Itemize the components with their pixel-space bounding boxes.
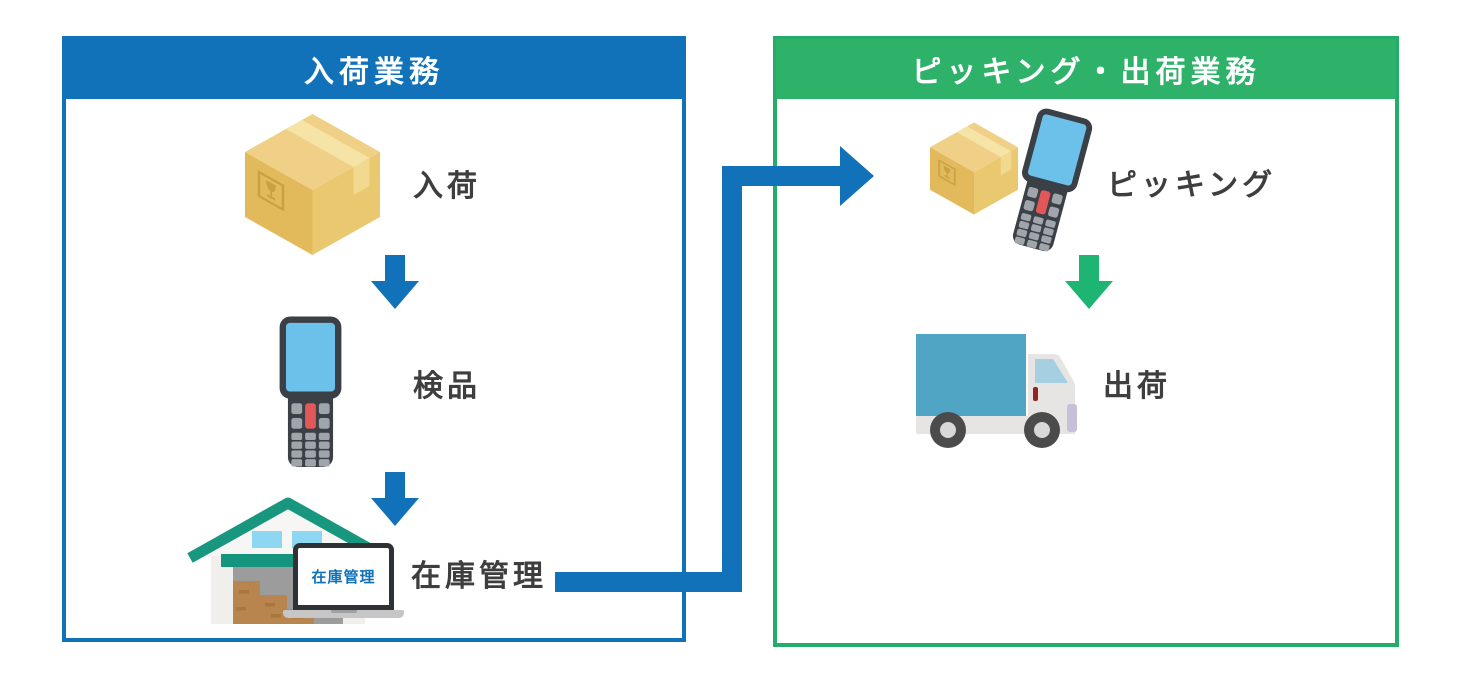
receiving-panel-header: 入荷業務 xyxy=(65,39,683,99)
laptop-base xyxy=(283,610,404,618)
step-label-inventory-management: 在庫管理 xyxy=(411,560,547,593)
handheld-terminal-icon xyxy=(1012,108,1093,252)
flow-connector-arrowhead xyxy=(840,146,874,206)
laptop-screen-text: 在庫管理 xyxy=(311,569,376,586)
cardboard-box-icon xyxy=(929,122,1019,215)
down-arrow-icon xyxy=(1065,255,1113,309)
truck-cargo xyxy=(916,334,1026,416)
truck-icon xyxy=(916,334,1077,448)
step-label-picking: ピッキング xyxy=(1107,169,1277,202)
truck-windshield xyxy=(1035,359,1068,383)
down-arrow-icon xyxy=(371,255,419,309)
down-arrow-icon xyxy=(371,472,419,526)
step-label-receiving: 入荷 xyxy=(413,170,481,203)
fragile-mark xyxy=(257,170,285,212)
terminal-screen xyxy=(285,322,336,392)
step-label-shipping: 出荷 xyxy=(1103,370,1171,403)
receiving-panel-title: 入荷業務 xyxy=(304,56,444,89)
flow-connector-arrow-bottom-segment xyxy=(555,572,742,592)
handheld-terminal-icon xyxy=(279,316,342,468)
picking-shipping-panel: ピッキング・出荷業務 xyxy=(773,36,1399,647)
flow-connector-arrow-top-segment xyxy=(722,166,841,186)
flow-connector-arrow-vertical-segment xyxy=(722,166,742,592)
terminal-scan-button xyxy=(1035,190,1051,215)
cardboard-box-icon xyxy=(245,114,380,255)
fragile-mark xyxy=(938,159,956,187)
laptop-icon: 在庫管理 xyxy=(293,543,394,610)
terminal-scan-button xyxy=(305,403,316,429)
picking-shipping-panel-title: ピッキング・出荷業務 xyxy=(911,56,1261,89)
terminal-screen xyxy=(1027,114,1087,186)
receiving-panel: 入荷業務 入荷 xyxy=(62,36,686,642)
picking-shipping-panel-header: ピッキング・出荷業務 xyxy=(776,39,1396,99)
step-label-inspection: 検品 xyxy=(413,370,481,403)
